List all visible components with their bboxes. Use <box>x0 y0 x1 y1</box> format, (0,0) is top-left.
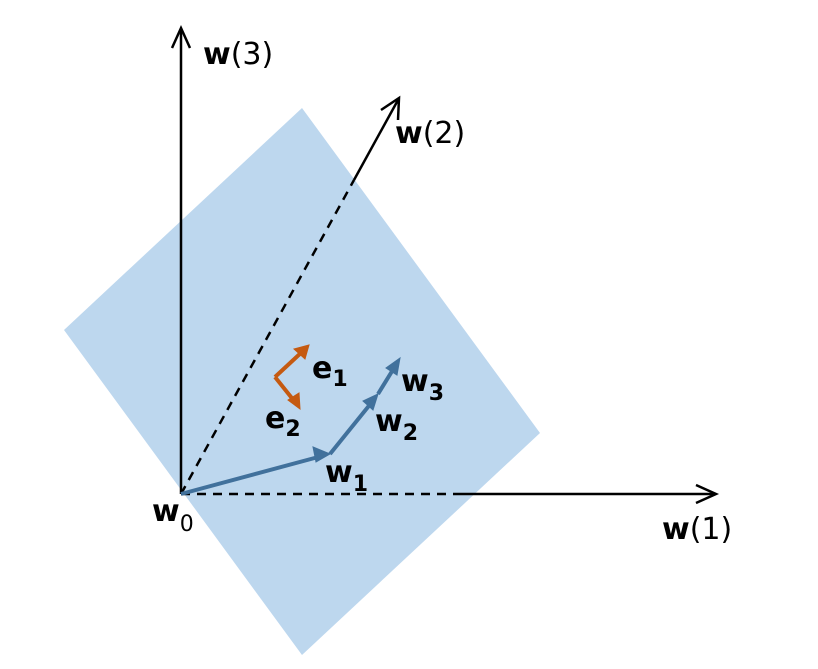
subspace-plane <box>64 108 540 655</box>
axis-w1-label: w(1) <box>662 512 732 547</box>
axis-w2-label: w(2) <box>395 116 465 151</box>
axis-w3-label: w(3) <box>203 37 273 72</box>
axis-w2-solid <box>354 100 398 180</box>
point-w0-label: w0 <box>152 494 194 537</box>
